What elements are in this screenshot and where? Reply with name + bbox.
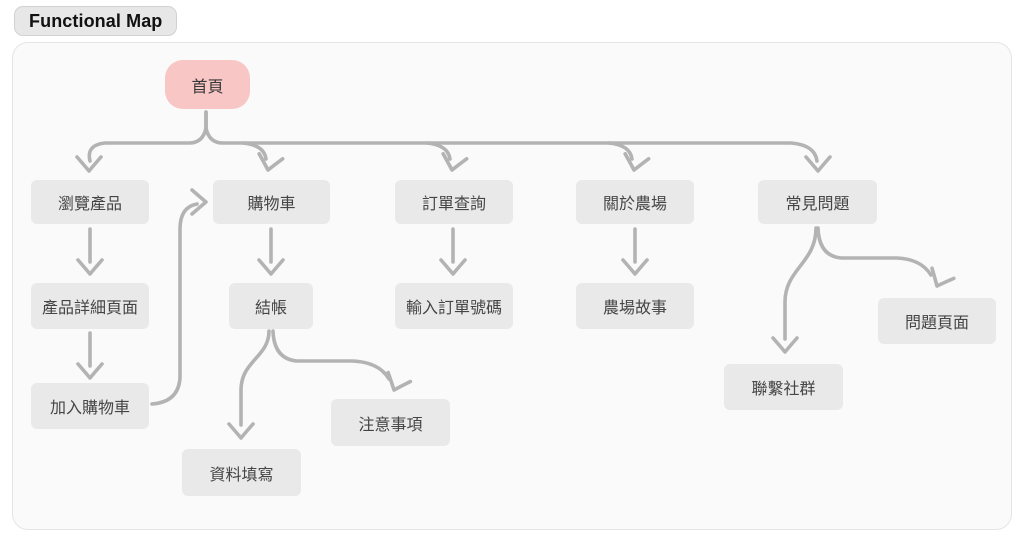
node-checkout[interactable]: 結帳 <box>229 283 313 329</box>
node-add-to-cart[interactable]: 加入購物車 <box>31 383 149 429</box>
node-faq[interactable]: 常見問題 <box>758 180 877 224</box>
node-contact-community[interactable]: 聯繫社群 <box>724 364 843 410</box>
page-title: Functional Map <box>14 6 178 36</box>
node-about[interactable]: 關於農場 <box>576 180 694 224</box>
node-browse[interactable]: 瀏覽產品 <box>31 180 149 224</box>
node-order[interactable]: 訂單查詢 <box>395 180 513 224</box>
node-notes[interactable]: 注意事項 <box>331 399 450 446</box>
node-question-page[interactable]: 問題頁面 <box>878 298 996 344</box>
node-cart[interactable]: 購物車 <box>213 180 330 224</box>
node-product-detail[interactable]: 產品詳細頁面 <box>31 283 149 329</box>
node-home[interactable]: 首頁 <box>165 60 250 109</box>
node-farm-story[interactable]: 農場故事 <box>576 283 694 329</box>
node-enter-order-no[interactable]: 輸入訂單號碼 <box>395 283 513 329</box>
node-fill-info[interactable]: 資料填寫 <box>182 449 301 496</box>
